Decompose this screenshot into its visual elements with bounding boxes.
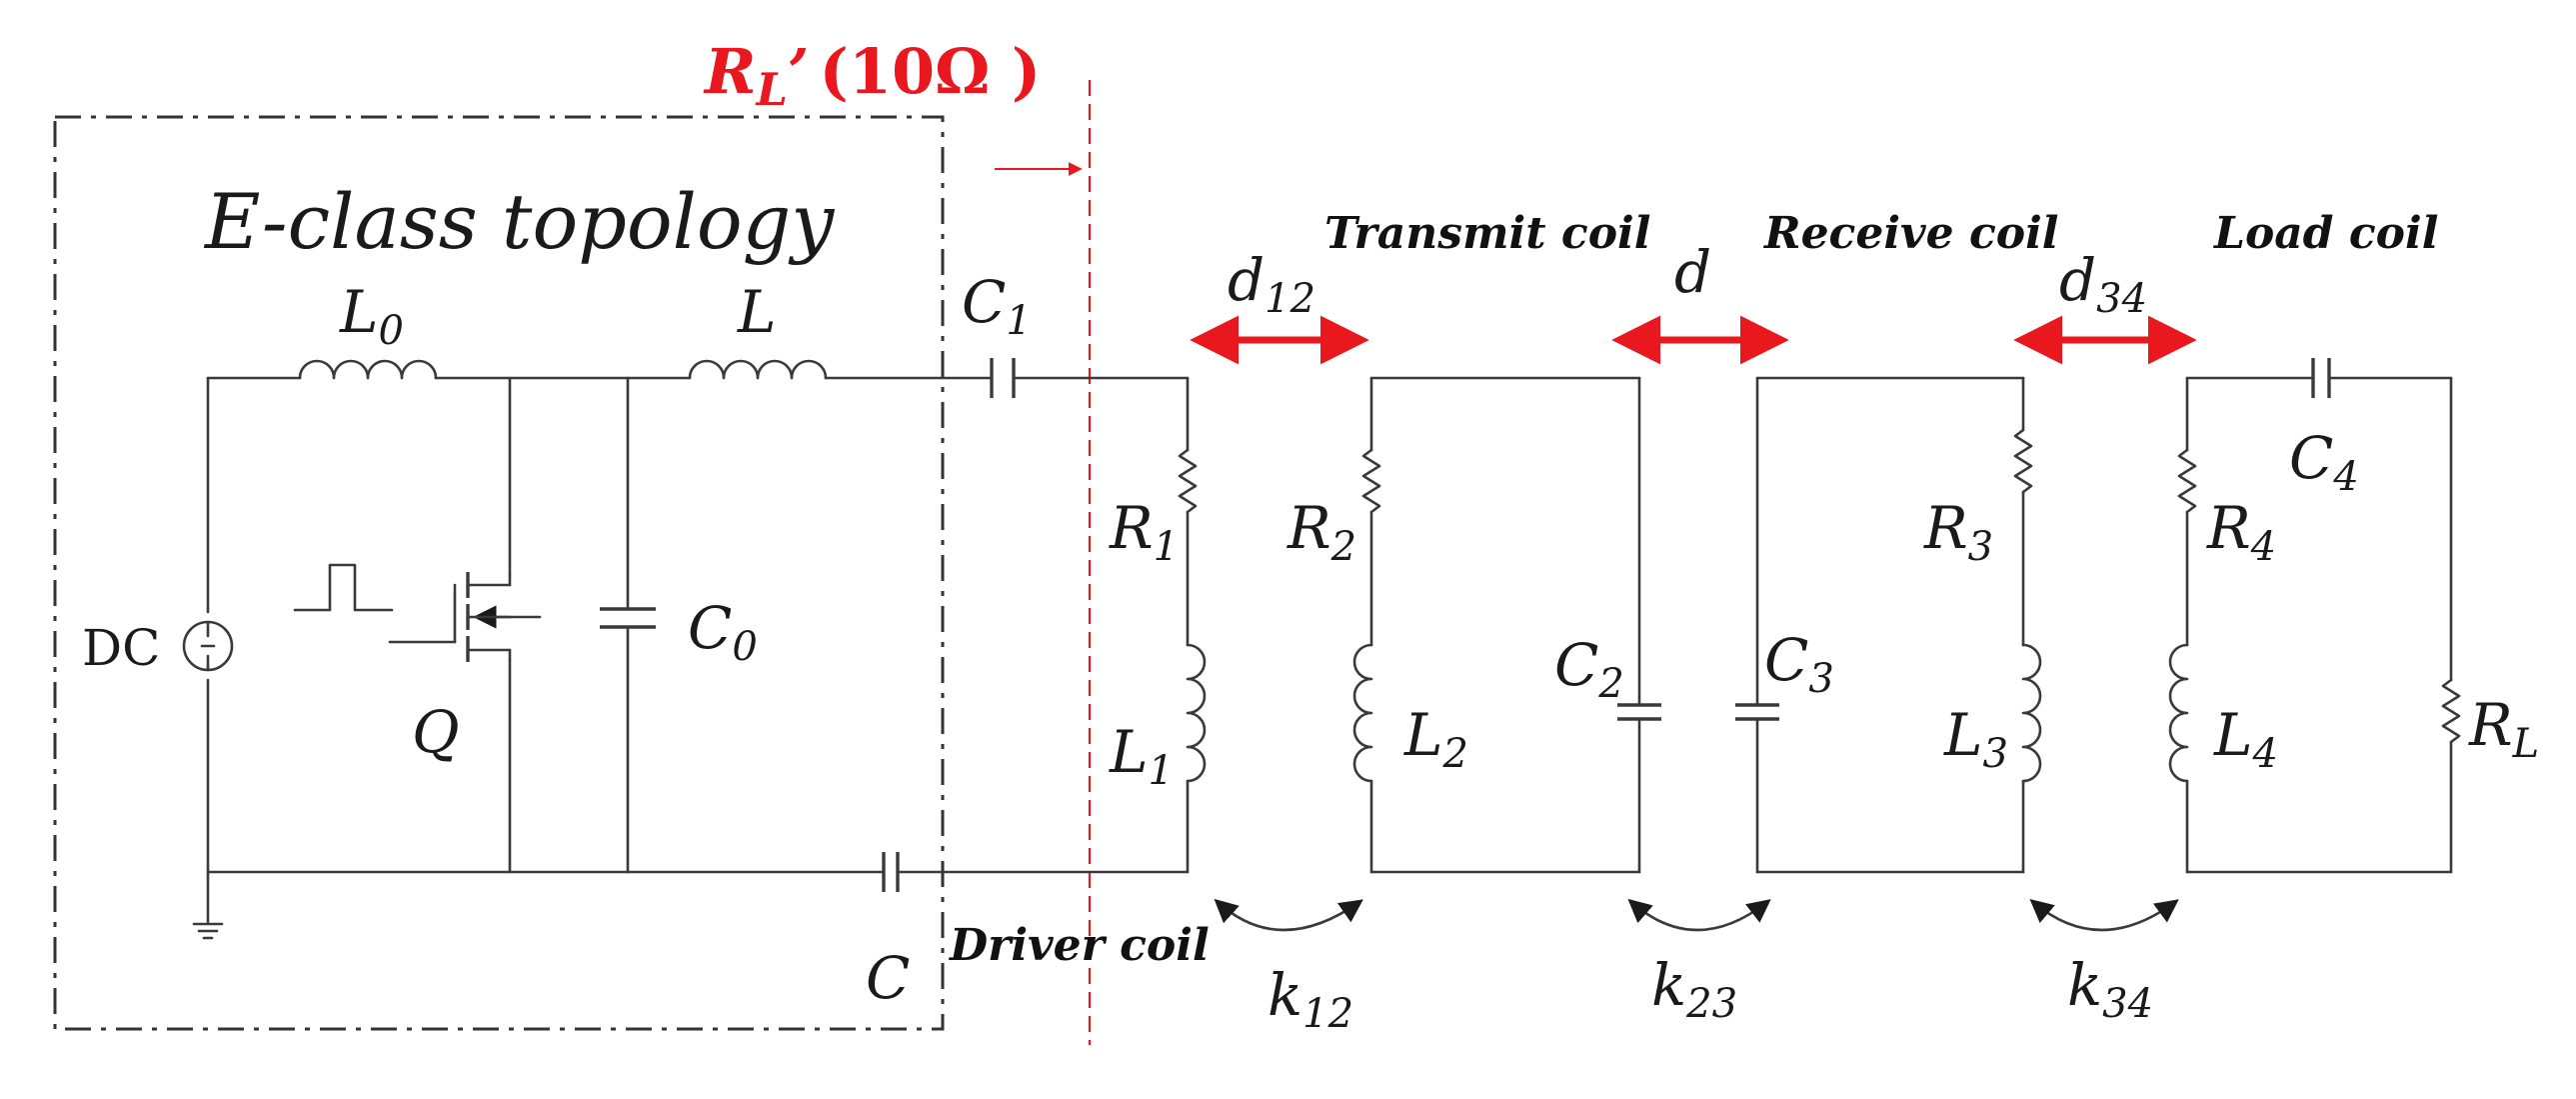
label-dc: DC xyxy=(82,619,160,677)
label-r2: R2 xyxy=(1287,494,1356,570)
driver-coil-loop xyxy=(1178,376,1207,874)
label-l0: L0 xyxy=(339,278,404,354)
transmit-coil-label: Transmit coil xyxy=(1324,208,1650,259)
label-l3: L3 xyxy=(1943,701,2008,777)
load-coil-label: Load coil xyxy=(2212,208,2438,259)
coupling-label-k12: k12 xyxy=(1268,961,1353,1037)
capacitor-c1-symbol xyxy=(990,358,1016,398)
label-c3: C3 xyxy=(1764,626,1834,702)
mosfet-q-symbol xyxy=(388,572,542,662)
coupling-arc-k34 xyxy=(2029,898,2179,932)
e-class-topology-label: E-class topology xyxy=(203,177,835,266)
distance-label-d34: d34 xyxy=(2059,246,2147,322)
label-c0: C0 xyxy=(688,594,758,670)
source-wiring xyxy=(192,376,1190,940)
e-class-boundary-box xyxy=(53,115,945,1031)
capacitor-c-symbol xyxy=(882,852,900,892)
distance-label-d12: d12 xyxy=(1228,246,1315,322)
coupling-label-k34: k34 xyxy=(2067,951,2153,1027)
label-l1: L1 xyxy=(1109,718,1174,794)
distance-label-d: d xyxy=(1674,238,1711,306)
inductor-l0-symbol xyxy=(298,359,438,380)
inductor-l-symbol xyxy=(688,359,828,380)
label-l4: L4 xyxy=(2213,701,2278,777)
label-r4: R4 xyxy=(2206,494,2276,570)
label-q: Q xyxy=(412,698,460,766)
label-c4: C4 xyxy=(2289,424,2359,500)
label-rl: RL xyxy=(2468,691,2539,767)
driver-coil-label: Driver coil xyxy=(948,920,1210,971)
label-r3: R3 xyxy=(1923,494,1993,570)
label-r1: R1 xyxy=(1109,494,1179,570)
reference-resistance-label: RL’(10Ω ) xyxy=(703,35,1041,116)
gate-pulse-symbol xyxy=(293,563,394,612)
coupling-arc-k12 xyxy=(1214,898,1363,932)
label-c1: C1 xyxy=(962,268,1032,344)
capacitor-c0-symbol xyxy=(600,607,656,629)
receive-coil-label: Receive coil xyxy=(1762,208,2059,259)
coupling-label-k23: k23 xyxy=(1651,951,1737,1027)
coupling-arc-k23 xyxy=(1627,898,1771,932)
transmit-coil-loop xyxy=(1352,376,1661,874)
load-coil-loop xyxy=(2168,358,2461,874)
label-l: L xyxy=(737,278,777,346)
label-c2: C2 xyxy=(1554,631,1624,707)
dc-source-symbol xyxy=(182,620,234,672)
label-c: C xyxy=(866,944,910,1012)
label-l2: L2 xyxy=(1403,701,1468,777)
receive-coil-loop xyxy=(1735,376,2042,874)
